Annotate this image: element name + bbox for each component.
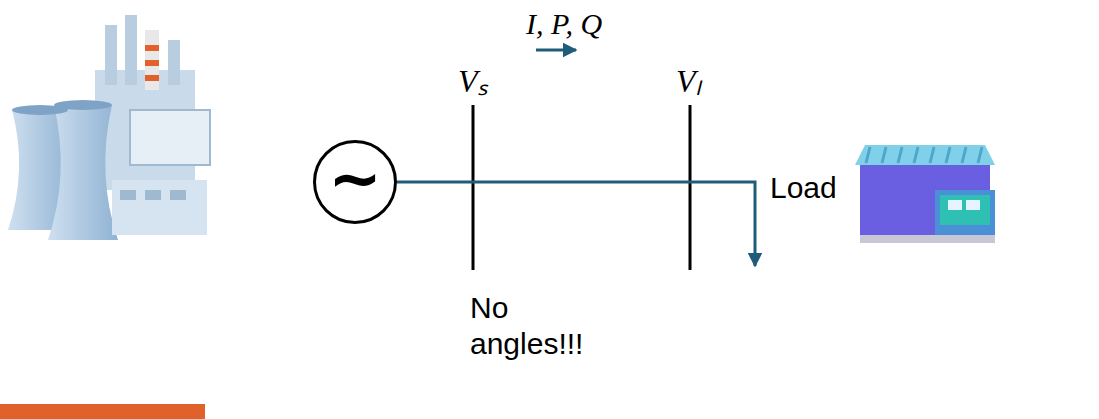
bus-bar xyxy=(472,105,475,270)
power-plant-icon xyxy=(8,15,210,240)
voltage-label: Vₗ xyxy=(676,62,701,100)
symbol-text: ~ xyxy=(328,146,382,210)
bus-bar xyxy=(689,105,692,270)
flow-quantities: I, P, Q xyxy=(526,6,602,42)
note-text: No angles!!! xyxy=(470,290,620,362)
flow-arrow xyxy=(536,49,576,52)
load-label: Load xyxy=(770,170,837,206)
footer-bar xyxy=(0,404,205,419)
factory-icon xyxy=(855,145,995,243)
line xyxy=(397,182,755,266)
voltage-label: Vₛ xyxy=(458,62,488,100)
generator-symbol: ~ xyxy=(313,140,397,224)
